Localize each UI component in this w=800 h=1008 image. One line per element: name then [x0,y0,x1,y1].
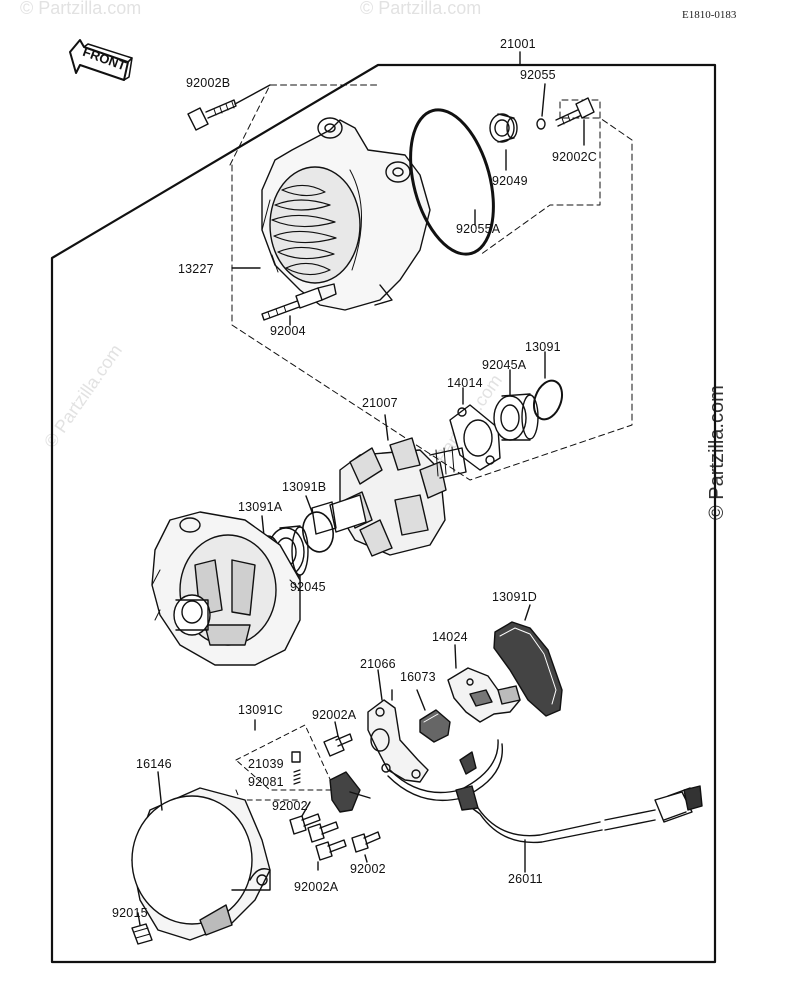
o-ring-92055a-icon [409,108,495,256]
screw-92002-upper-icon [289,813,321,835]
bearing-92049-icon [489,113,518,143]
kit-border [50,63,717,964]
rotor-21007-icon [311,437,467,557]
brush-21039-icon [291,751,301,763]
stator-13227-icon [261,117,431,311]
part-label-13091a[interactable]: 13091A [238,500,283,514]
part-label-92004[interactable]: 92004 [270,324,306,338]
part-label-14024[interactable]: 14024 [432,630,468,644]
part-label-21066[interactable]: 21066 [360,657,396,671]
watermark-top-left: © Partzilla.com [20,0,142,18]
stator-group-box [231,117,633,481]
part-label-16146[interactable]: 16146 [136,757,172,771]
screw-92002a-lower-2-icon [315,839,347,861]
part-label-13091b[interactable]: 13091B [282,480,327,494]
part-label-92002-lower[interactable]: 92002 [350,862,386,876]
cover-16146-icon [131,787,271,941]
part-label-26011[interactable]: 26011 [508,872,543,886]
spring-92081-icon [293,769,301,785]
bearing-92045a-icon [493,393,539,441]
part-label-13227[interactable]: 13227 [178,262,214,276]
part-label-92002c[interactable]: 92002C [552,150,597,164]
ring-13091-icon [532,379,564,421]
part-label-16073[interactable]: 16073 [400,670,436,684]
wiring-harness-26011-icon [387,739,703,844]
part-label-92045a[interactable]: 92045A [482,358,527,372]
cover-13091d-icon [493,621,563,717]
part-label-92002a-middle[interactable]: 92002A [312,708,357,722]
diagram-reference-code: E1810-0183 [682,9,737,21]
plug-92015-icon [131,923,153,945]
part-label-92002-upper[interactable]: 92002 [272,799,308,813]
screw-92002a-middle-icon [323,733,353,757]
stud-92004-icon [261,283,337,321]
watermark-top-center: © Partzilla.com [360,0,482,18]
part-label-14014[interactable]: 14014 [447,376,483,390]
part-label-13091c[interactable]: 13091C [238,703,283,717]
rear-housing-icon [151,511,301,666]
part-label-92015[interactable]: 92015 [112,906,148,920]
front-arrow-icon [69,39,133,81]
part-label-21007[interactable]: 21007 [362,396,398,410]
part-label-13091[interactable]: 13091 [525,340,561,354]
terminal-bracket-icon [329,771,371,813]
bolt-92002c-icon [555,97,595,127]
ring-13091b-icon [302,511,334,553]
part-label-21039[interactable]: 21039 [248,757,284,771]
regulator-21066-icon [367,699,429,783]
gasket-14014-icon [449,404,501,471]
part-label-92081[interactable]: 92081 [248,775,284,789]
brush-holder-14024-icon [447,667,521,723]
part-label-21001[interactable]: 21001 [500,37,536,51]
part-label-13091d[interactable]: 13091D [492,590,537,604]
bolt-92002b-icon [187,99,237,131]
screw-92002-lower-icon [351,831,381,853]
part-label-92002a-lower[interactable]: 92002A [294,880,339,894]
circlip-92055-icon [536,118,546,130]
part-label-92002b[interactable]: 92002B [186,76,231,90]
part-label-92045[interactable]: 92045 [290,580,326,594]
screw-92002a-lower-1-icon [307,821,339,843]
part-label-92055a[interactable]: 92055A [456,222,501,236]
part-label-92055[interactable]: 92055 [520,68,556,82]
insulator-16073-icon [419,709,451,743]
part-label-92049[interactable]: 92049 [492,174,528,188]
